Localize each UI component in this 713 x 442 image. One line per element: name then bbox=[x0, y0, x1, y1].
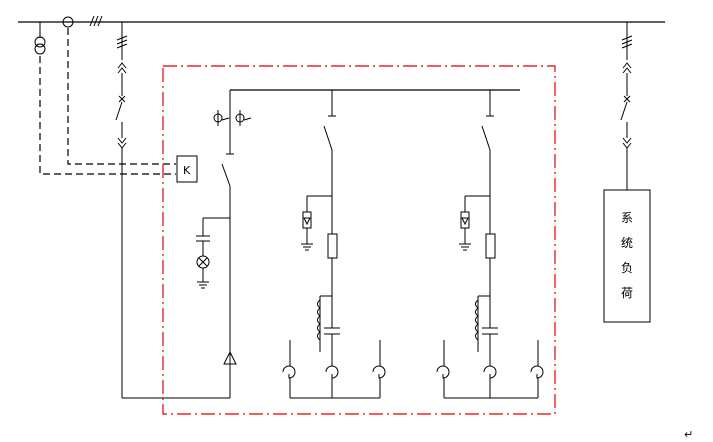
system-load-char-1: 系 bbox=[621, 211, 633, 225]
branch-2-capacitor-icon bbox=[482, 327, 498, 335]
system-load-box bbox=[603, 189, 651, 323]
right-feeder-plug-top-icon bbox=[622, 62, 632, 74]
branch-2-ground-icon bbox=[459, 243, 471, 251]
right-feeder-ct-icon bbox=[621, 35, 633, 49]
capacitor-branch-2 bbox=[436, 90, 544, 399]
instrument-transformer-2-icon bbox=[235, 110, 252, 126]
pt-signal-line bbox=[39, 56, 176, 175]
controller-k-label: K bbox=[183, 164, 191, 177]
instrument-transformer-1-icon bbox=[213, 110, 230, 126]
branch-1-switch bbox=[323, 125, 333, 151]
system-load-char-3: 负 bbox=[621, 261, 633, 275]
indicator-lamp-icon bbox=[196, 255, 210, 269]
left-feeder-cross-icon bbox=[118, 95, 126, 103]
paragraph-end-mark: ↵ bbox=[684, 428, 693, 441]
branch-1-ct-right-icon bbox=[372, 340, 386, 379]
branch-1-ct-left-icon bbox=[282, 340, 296, 379]
surge-arrester-icon bbox=[223, 350, 237, 365]
voltage-transformer-icon bbox=[34, 22, 46, 55]
bus-phase-marks-icon bbox=[89, 15, 103, 27]
system-load-char-4: 荷 bbox=[621, 286, 633, 300]
capacitor-branch-1 bbox=[282, 90, 386, 399]
branch-2-fuse-indicator-icon bbox=[460, 211, 470, 229]
left-feeder bbox=[115, 22, 230, 399]
discharge-capacitor-icon bbox=[196, 235, 210, 242]
branch-1-reactor-icon bbox=[317, 296, 321, 352]
system-load-char-2: 统 bbox=[621, 236, 633, 250]
bus-current-transformer-icon bbox=[62, 16, 74, 28]
branch-2-reactor-icon bbox=[475, 296, 479, 352]
right-feeder bbox=[620, 22, 633, 190]
ct-signal-line bbox=[67, 28, 176, 165]
branch-2-ct-left-icon bbox=[436, 340, 450, 379]
branch-1-ground-icon bbox=[301, 243, 313, 251]
branch-2-fuse-icon bbox=[485, 233, 496, 259]
left-feeder-ct-icon bbox=[116, 35, 128, 49]
cabinet-main-branch bbox=[196, 90, 237, 398]
branch-1-fuse-indicator-icon bbox=[302, 211, 312, 229]
lamp-ground-icon bbox=[197, 281, 209, 289]
left-feeder-plug-top-icon bbox=[117, 62, 127, 74]
branch-2-switch bbox=[481, 125, 491, 151]
branch-1-ct-mid-icon bbox=[325, 365, 339, 379]
branch-1-fuse-icon bbox=[327, 233, 338, 259]
right-feeder-plug-bottom-icon bbox=[622, 137, 632, 149]
branch-2-ct-right-icon bbox=[530, 340, 544, 379]
right-feeder-cross-icon bbox=[623, 95, 631, 103]
cabinet-main-switch bbox=[221, 163, 231, 187]
compensation-cabinet-boundary bbox=[162, 65, 556, 415]
left-feeder-plug-bottom-icon bbox=[117, 137, 127, 149]
controller-k-box bbox=[176, 155, 198, 183]
left-feeder-breaker bbox=[115, 101, 123, 121]
branch-2-ct-mid-icon bbox=[483, 365, 497, 379]
branch-1-capacitor-icon bbox=[324, 327, 340, 335]
right-feeder-breaker bbox=[620, 101, 628, 121]
